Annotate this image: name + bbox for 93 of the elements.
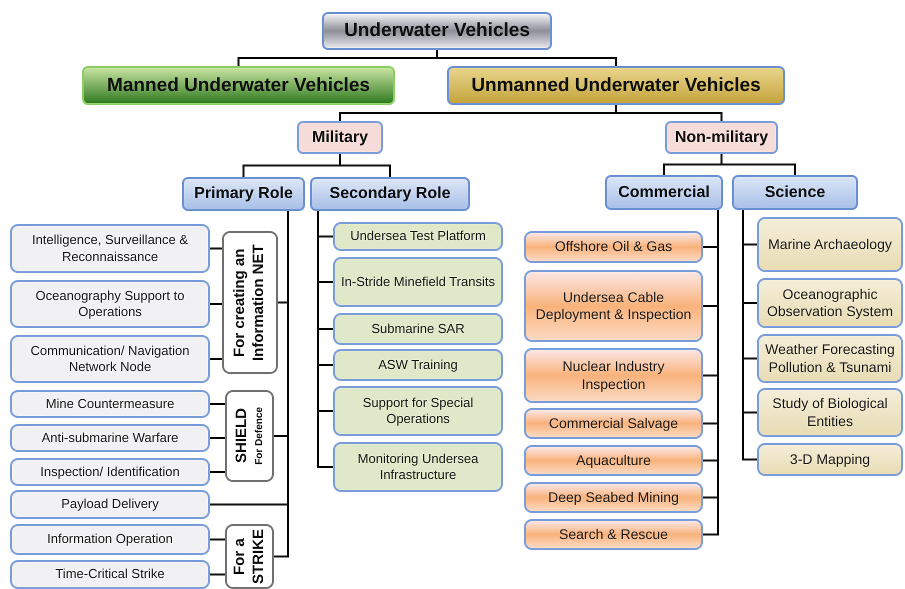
category-box xyxy=(732,175,858,210)
node-text: Undersea Test Platform xyxy=(350,228,486,245)
node-text: Science xyxy=(764,182,826,202)
item-box xyxy=(757,443,903,476)
node-text: Oceanography Support to Operations xyxy=(34,288,186,320)
connector-line xyxy=(720,154,796,175)
node-text: In-Stride Minefield Transits xyxy=(341,274,495,290)
category-box xyxy=(322,12,552,50)
node-text: Undersea Cable Deployment & Inspection xyxy=(534,288,692,324)
group-box xyxy=(222,231,278,374)
connector-line xyxy=(210,574,225,576)
node-text: SHIELD xyxy=(232,408,251,464)
node-text: Marine Archaeology xyxy=(768,236,892,254)
node-text: Anti-submarine Warfare xyxy=(42,430,178,446)
item-box xyxy=(10,490,210,519)
item-box xyxy=(524,348,703,403)
item-box xyxy=(757,334,903,383)
item-box xyxy=(524,231,703,263)
node-text: Payload Delivery xyxy=(61,496,159,513)
connector-line xyxy=(210,538,225,540)
node-text: 3-D Mapping xyxy=(790,450,870,468)
category-box xyxy=(297,121,383,154)
item-box xyxy=(333,313,503,345)
item-box xyxy=(757,278,903,328)
node-text: Information Operation xyxy=(47,531,173,548)
item-box xyxy=(524,270,703,342)
category-box xyxy=(182,177,305,211)
item-box xyxy=(10,390,210,418)
node-text: For Defence xyxy=(254,407,266,465)
node-text: Support for Special Operations xyxy=(362,394,474,428)
node-text: Manned Underwater Vehicles xyxy=(107,74,370,98)
item-box xyxy=(10,335,210,383)
node-text: Oceanographic Observation System xyxy=(766,286,894,320)
connector-line xyxy=(210,437,225,439)
item-box xyxy=(333,386,503,436)
item-box xyxy=(333,257,503,307)
category-box xyxy=(605,175,723,210)
item-box xyxy=(757,217,903,272)
item-box xyxy=(524,408,703,439)
connector-line xyxy=(742,210,757,460)
item-box xyxy=(10,458,210,486)
node-text: Communication/ Navigation Network Node xyxy=(30,342,190,376)
connector-line xyxy=(274,211,289,558)
item-box xyxy=(333,349,503,381)
connector-line xyxy=(210,471,225,473)
node-text: Time-Critical Strike xyxy=(55,566,165,583)
category-box xyxy=(310,177,470,211)
category-box xyxy=(82,66,395,105)
node-text: Offshore Oil & Gas xyxy=(554,238,672,256)
node-text: Military xyxy=(312,128,368,148)
node-text: Inspection/ Identification xyxy=(40,464,180,480)
node-text: Monitoring Undersea Infrastructure xyxy=(356,450,480,484)
node-text: Submarine SAR xyxy=(371,320,465,338)
node-text: ASW Training xyxy=(378,356,458,374)
connector-line xyxy=(210,303,222,305)
node-text: Intelligence, Surveillance & Reconnaissance xyxy=(30,232,190,265)
item-box xyxy=(10,224,210,273)
node-text: Primary Role xyxy=(194,184,293,204)
connector-line xyxy=(210,248,222,250)
item-box xyxy=(757,388,903,437)
category-box xyxy=(447,66,785,105)
node-text: Study of Biological Entities xyxy=(771,395,889,430)
node-text: Unmanned Underwater Vehicles xyxy=(471,74,761,98)
item-box xyxy=(524,519,703,550)
connector-line xyxy=(210,358,222,360)
node-text: Search & Rescue xyxy=(559,526,668,544)
item-box xyxy=(10,424,210,452)
node-text: For a STRIKE xyxy=(230,528,268,586)
connector-line xyxy=(317,211,333,468)
node-text: Non-military xyxy=(674,128,768,148)
item-box xyxy=(524,445,703,476)
item-box xyxy=(10,280,210,328)
node-text: Mine Countermeasure xyxy=(46,396,174,412)
node-text: Aquaculture xyxy=(576,452,651,470)
group-box xyxy=(225,524,274,589)
item-box xyxy=(333,222,503,251)
item-box xyxy=(333,442,503,492)
category-box xyxy=(665,121,778,154)
item-box xyxy=(10,560,210,589)
connector-line xyxy=(615,105,722,121)
connector-line xyxy=(436,50,617,66)
node-text: Deep Seabed Mining xyxy=(548,488,679,506)
item-box xyxy=(10,524,210,555)
connector-line xyxy=(210,403,225,405)
item-box xyxy=(524,482,703,513)
node-text: Weather Forecasting Pollution & Tsunami xyxy=(764,341,896,376)
node-text: Nuclear Industry Inspection xyxy=(562,358,666,393)
node-text: Commercial xyxy=(618,182,710,202)
node-text: For creating an Information NET xyxy=(231,243,268,363)
group-box xyxy=(225,390,274,482)
node-text: Commercial Salvage xyxy=(548,414,678,432)
node-text: Underwater Vehicles xyxy=(344,19,530,43)
node-text: Secondary Role xyxy=(330,184,450,204)
